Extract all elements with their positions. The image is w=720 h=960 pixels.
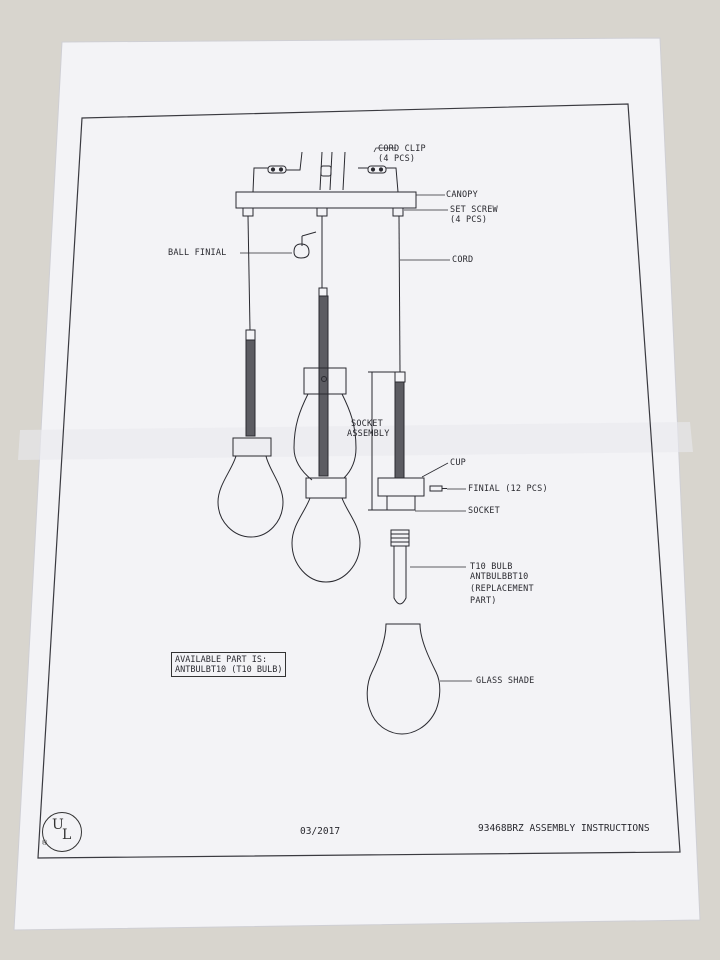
available-part-note: AVAILABLE PART IS: ANTBULBT10 (T10 BULB) — [171, 652, 287, 677]
canopy-label: CANOPY — [446, 190, 478, 200]
cord-clip-label: CORD CLIP — [378, 144, 426, 154]
set-screw-icon — [242, 207, 404, 217]
socket-assembly-label-1: SOCKET — [351, 419, 383, 429]
ball-finial-icon — [293, 231, 317, 259]
drawing-border — [37, 103, 681, 859]
t10-bulb-icon — [390, 529, 410, 605]
cord-right — [398, 215, 401, 373]
ul-logo-u: U — [52, 817, 64, 833]
ul-logo-l: L — [62, 827, 72, 843]
paper-sheet — [13, 37, 701, 931]
supply-wires — [252, 151, 399, 193]
pendant-center — [291, 216, 361, 583]
ball-finial-label: BALL FINIAL — [168, 248, 227, 258]
bulb-label-4: PART) — [470, 596, 497, 606]
cup-label: CUP — [450, 458, 466, 468]
socket-label: SOCKET — [468, 506, 500, 516]
finial-label: FINIAL (12 PCS) — [468, 484, 548, 494]
finial-screw-icon — [429, 485, 447, 492]
socket-assembly-bracket — [368, 371, 395, 511]
available-part-line-1: AVAILABLE PART IS: — [175, 655, 268, 665]
glass-shade-label: GLASS SHADE — [476, 676, 535, 686]
footer-doc-title: 93468BRZ ASSEMBLY INSTRUCTIONS — [478, 823, 650, 834]
socket-assembly-label-2: ASSEMBLY — [347, 429, 390, 439]
socket-assembly — [377, 371, 425, 511]
ul-logo-icon: U L — [42, 812, 82, 852]
bulb-label-3: (REPLACEMENT — [470, 584, 534, 594]
cord-label: CORD — [452, 255, 474, 265]
pendant-left — [217, 215, 284, 538]
cord-clip-qty-label: (4 PCS) — [378, 154, 416, 164]
canopy-shape — [235, 191, 417, 209]
footer-date: 03/2017 — [300, 826, 341, 837]
bulb-label-2: ANTBULBBT10 — [470, 572, 529, 582]
bulb-label-1: T10 BULB — [470, 562, 513, 572]
cord-clip-icon — [267, 165, 387, 177]
set-screw-qty-label: (4 PCS) — [450, 215, 488, 225]
leader-lines — [240, 147, 472, 682]
ul-registered-mark: ® — [42, 840, 48, 847]
set-screw-label: SET SCREW — [450, 205, 498, 215]
available-part-line-2: ANTBULBT10 (T10 BULB) — [175, 665, 283, 675]
glass-shade-icon — [366, 623, 441, 735]
